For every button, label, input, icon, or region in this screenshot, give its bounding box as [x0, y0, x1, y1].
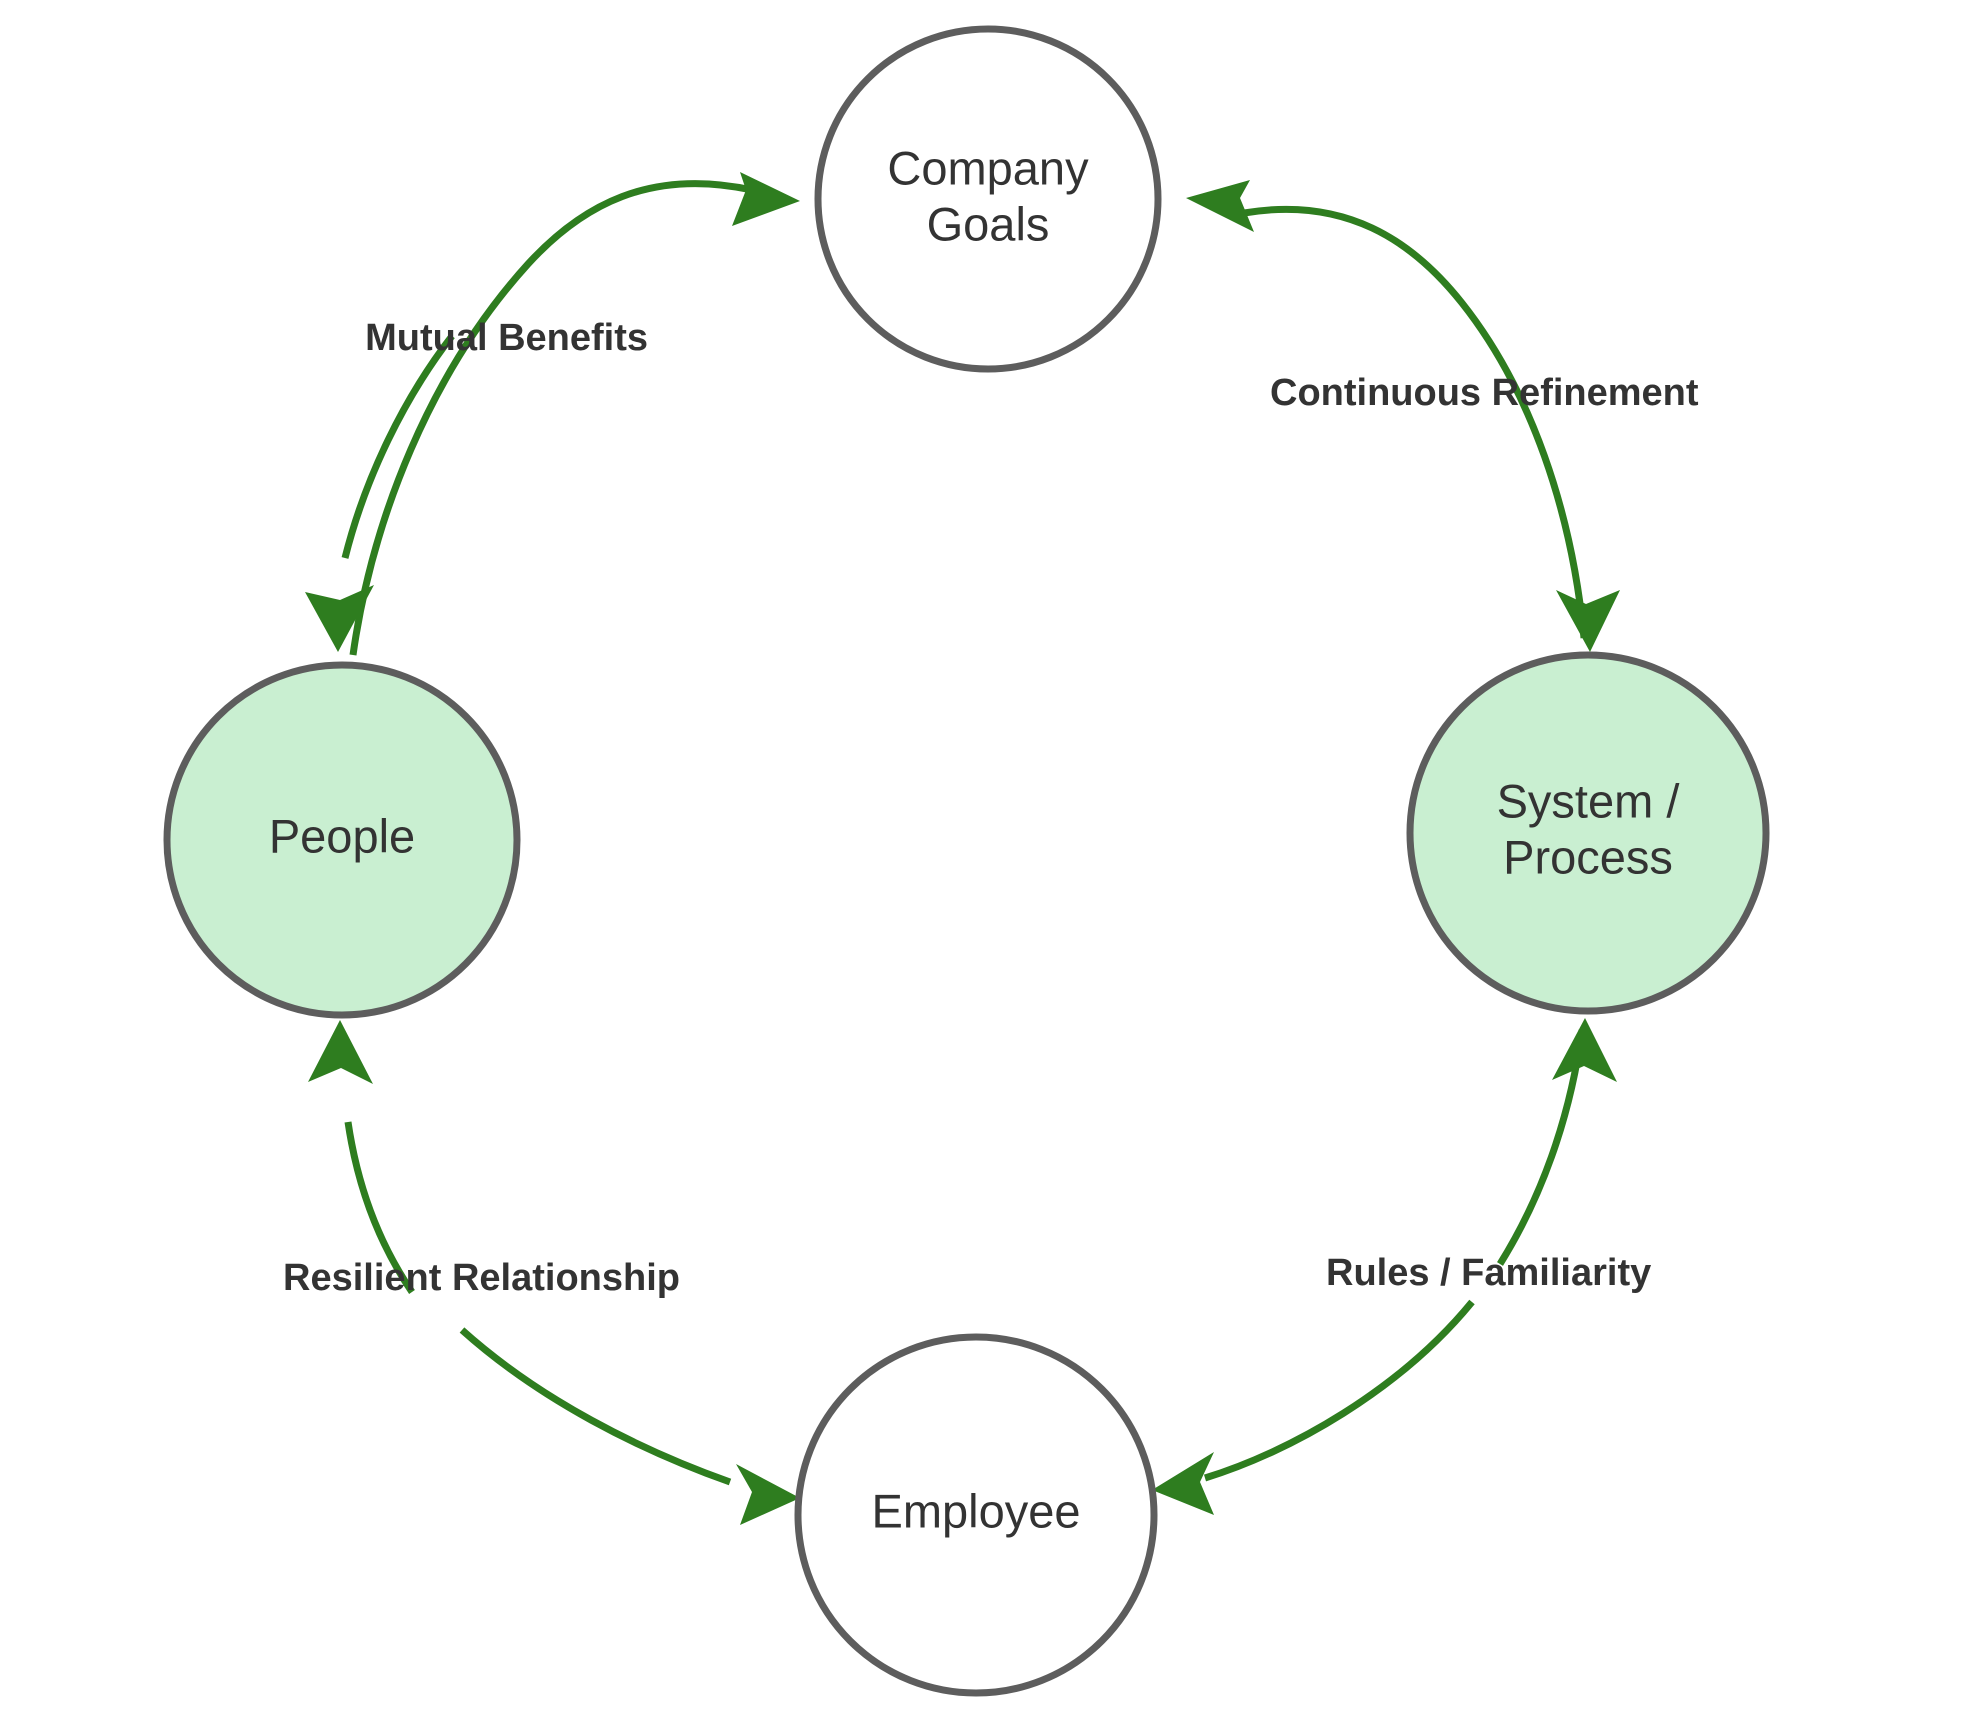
edge-rules-familiarity-lower-path: [1203, 1299, 1475, 1482]
node-company-goals-label-line2: Goals: [927, 197, 1050, 250]
edge-continuous-refinement-arrowhead-bottom: [1556, 590, 1620, 652]
node-system-process[interactable]: System / Process: [1406, 651, 1770, 1015]
edge-resilient-relationship-upper-path: [344, 1121, 415, 1294]
edge-resilient-relationship-arrowhead-bottom: [736, 1464, 800, 1525]
edge-rules-familiarity-label: Rules / Familiarity: [1326, 1252, 1651, 1294]
edge-resilient-relationship-lower-path: [459, 1327, 732, 1486]
edge-resilient-relationship-arrowhead-top: [308, 1020, 373, 1084]
node-system-process-label-line1: System /: [1497, 774, 1681, 827]
node-system-process-circle: [1406, 651, 1770, 1015]
node-system-process-label-line2: Process: [1503, 830, 1673, 883]
edge-rules-familiarity[interactable]: Rules / Familiarity: [1152, 1018, 1651, 1515]
edge-mutual-benefits[interactable]: Mutual Benefits: [305, 172, 800, 656]
edge-mutual-benefits-arrowhead: [732, 172, 800, 226]
edge-mutual-benefits-label: Mutual Benefits: [365, 317, 648, 359]
node-people-circle: [163, 661, 521, 1019]
edge-mutual-benefits-path: [349, 180, 753, 656]
edge-rules-familiarity-arrowhead-bottom: [1152, 1452, 1214, 1515]
node-company-goals-label-line1: Company: [887, 141, 1089, 194]
node-employee[interactable]: Employee: [794, 1333, 1158, 1697]
edge-resilient-relationship-label: Resilient Relationship: [283, 1257, 680, 1299]
node-company-goals[interactable]: Company Goals: [814, 25, 1162, 373]
edge-mutual-benefits-tail-path: [341, 333, 455, 559]
edge-continuous-refinement-label: Continuous Refinement: [1270, 372, 1699, 414]
node-company-goals-circle: [814, 25, 1162, 373]
edge-rules-familiarity-arrowhead-top: [1552, 1018, 1617, 1082]
edge-continuous-refinement-path: [1243, 205, 1588, 639]
edge-mutual-benefits-tail-arrowhead: [305, 585, 374, 652]
node-people[interactable]: People: [163, 661, 521, 1019]
edge-continuous-refinement[interactable]: Continuous Refinement: [1186, 180, 1699, 652]
edge-resilient-relationship[interactable]: Resilient Relationship: [283, 1020, 800, 1525]
node-people-label-line1: People: [269, 809, 415, 862]
edge-continuous-refinement-arrowhead-top: [1186, 180, 1254, 232]
node-employee-circle: [794, 1333, 1158, 1697]
node-employee-label-line1: Employee: [872, 1484, 1081, 1537]
